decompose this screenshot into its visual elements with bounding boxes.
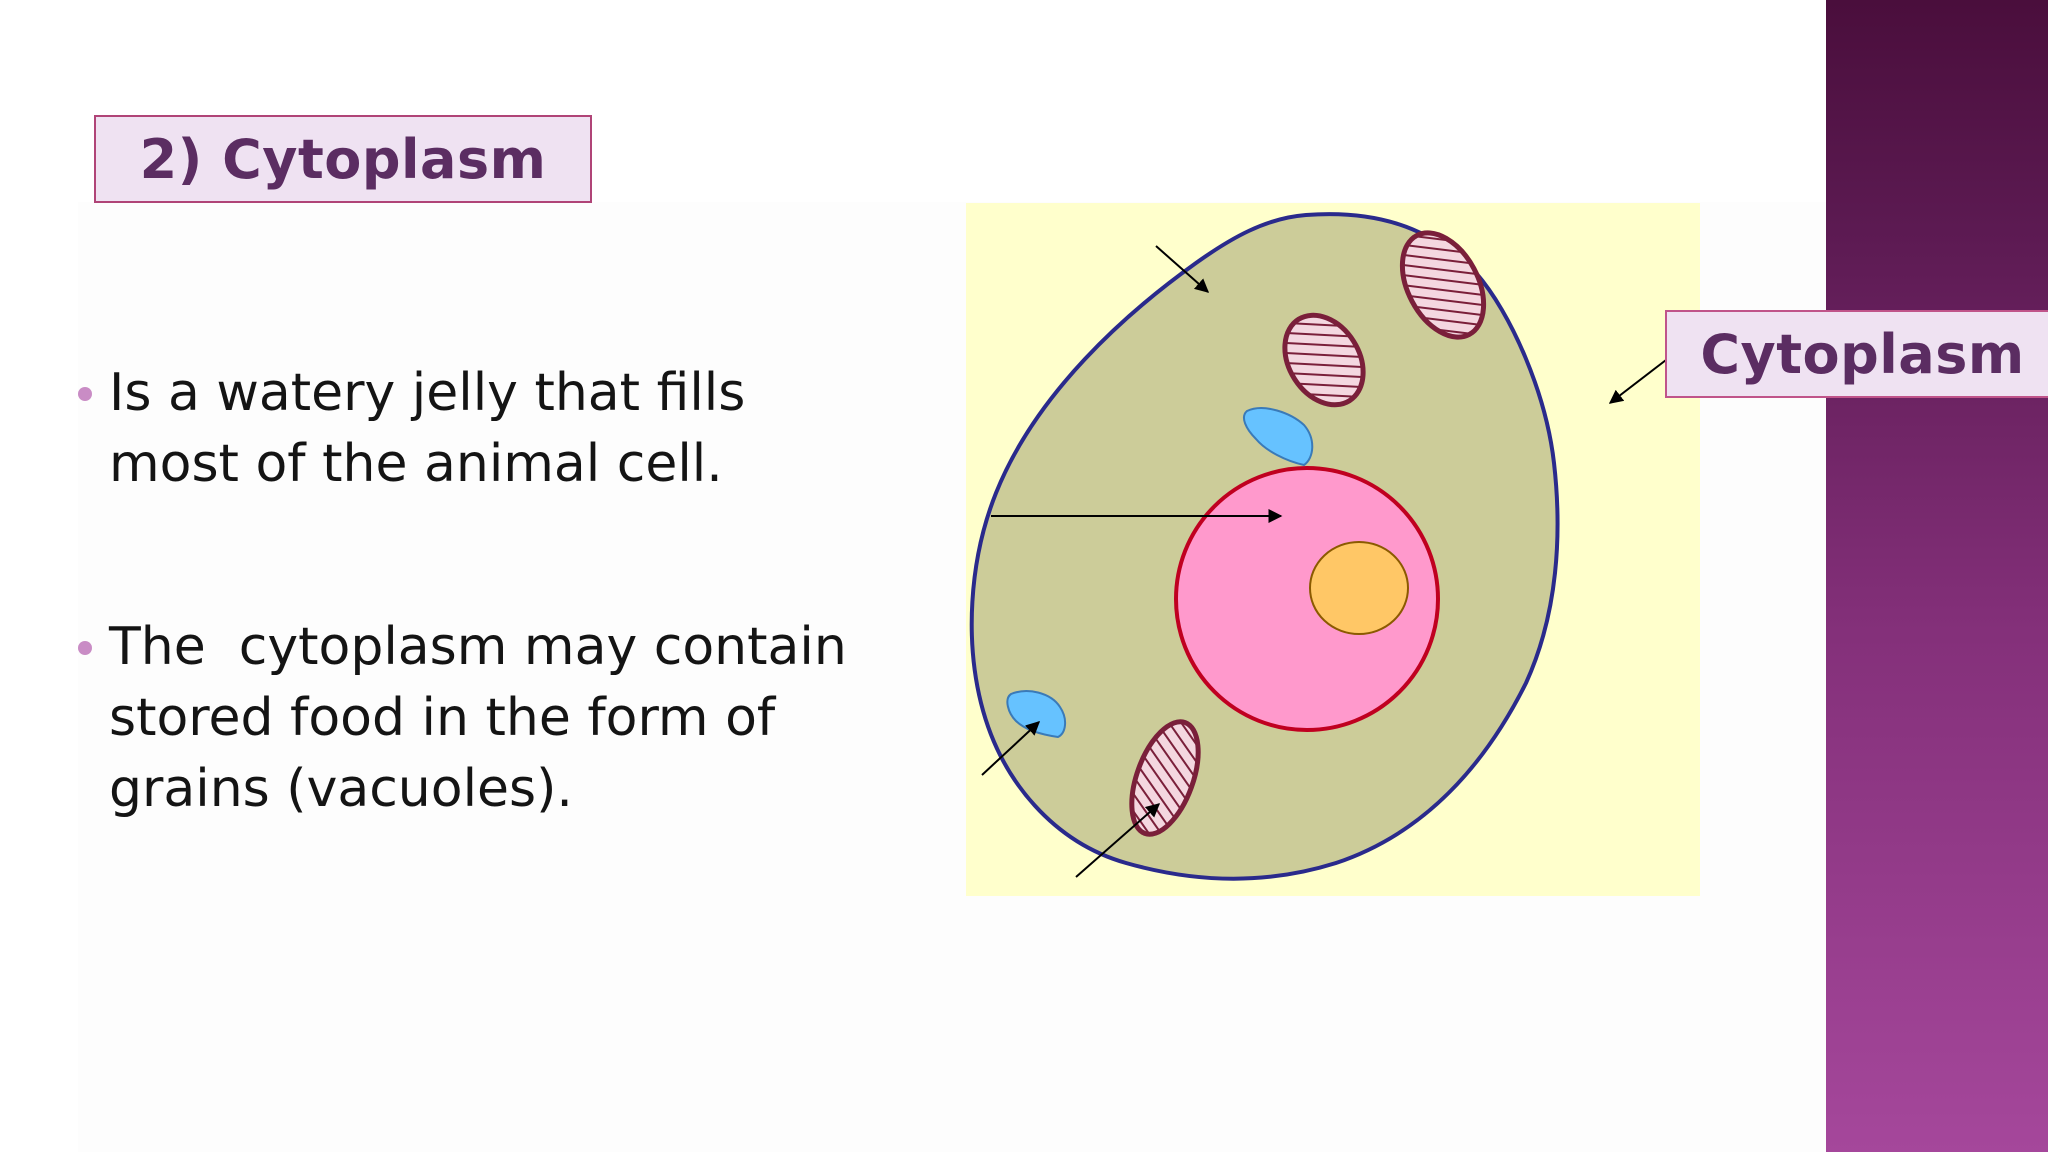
vacuole (1006, 690, 1066, 739)
bullet-text-1: Is a watery jelly that fills most of the… (109, 363, 746, 494)
bullet-item-1: Is a watery jelly that fills most of the… (78, 358, 898, 500)
slide-title: 2) Cytoplasm (139, 127, 547, 191)
vacuole (1243, 407, 1314, 467)
cytoplasm-callout-label: Cytoplasm (1700, 322, 2025, 386)
bullet-dot-icon (78, 387, 92, 401)
arrow-vacuole (981, 721, 1041, 776)
bullet-dot-icon (78, 641, 92, 655)
arrow-membrane (1155, 245, 1210, 293)
bullet-item-2: The cytoplasm may contain stored food in… (78, 612, 898, 825)
nucleus (1174, 466, 1440, 732)
arrow-mitochondrion (1075, 803, 1161, 878)
cell-diagram (966, 203, 1700, 896)
nucleolus (1309, 541, 1409, 635)
cytoplasm-callout: Cytoplasm (1665, 310, 2048, 398)
decorative-sidebar (1826, 0, 2048, 1152)
arrow-cytoplasm (1608, 359, 1667, 404)
slide-title-box: 2) Cytoplasm (94, 115, 592, 203)
bullet-text-2: The cytoplasm may contain stored food in… (109, 617, 847, 819)
mitochondrion (1282, 312, 1366, 408)
cell-diagram-svg (969, 212, 1667, 881)
mitochondrion (1399, 230, 1487, 340)
